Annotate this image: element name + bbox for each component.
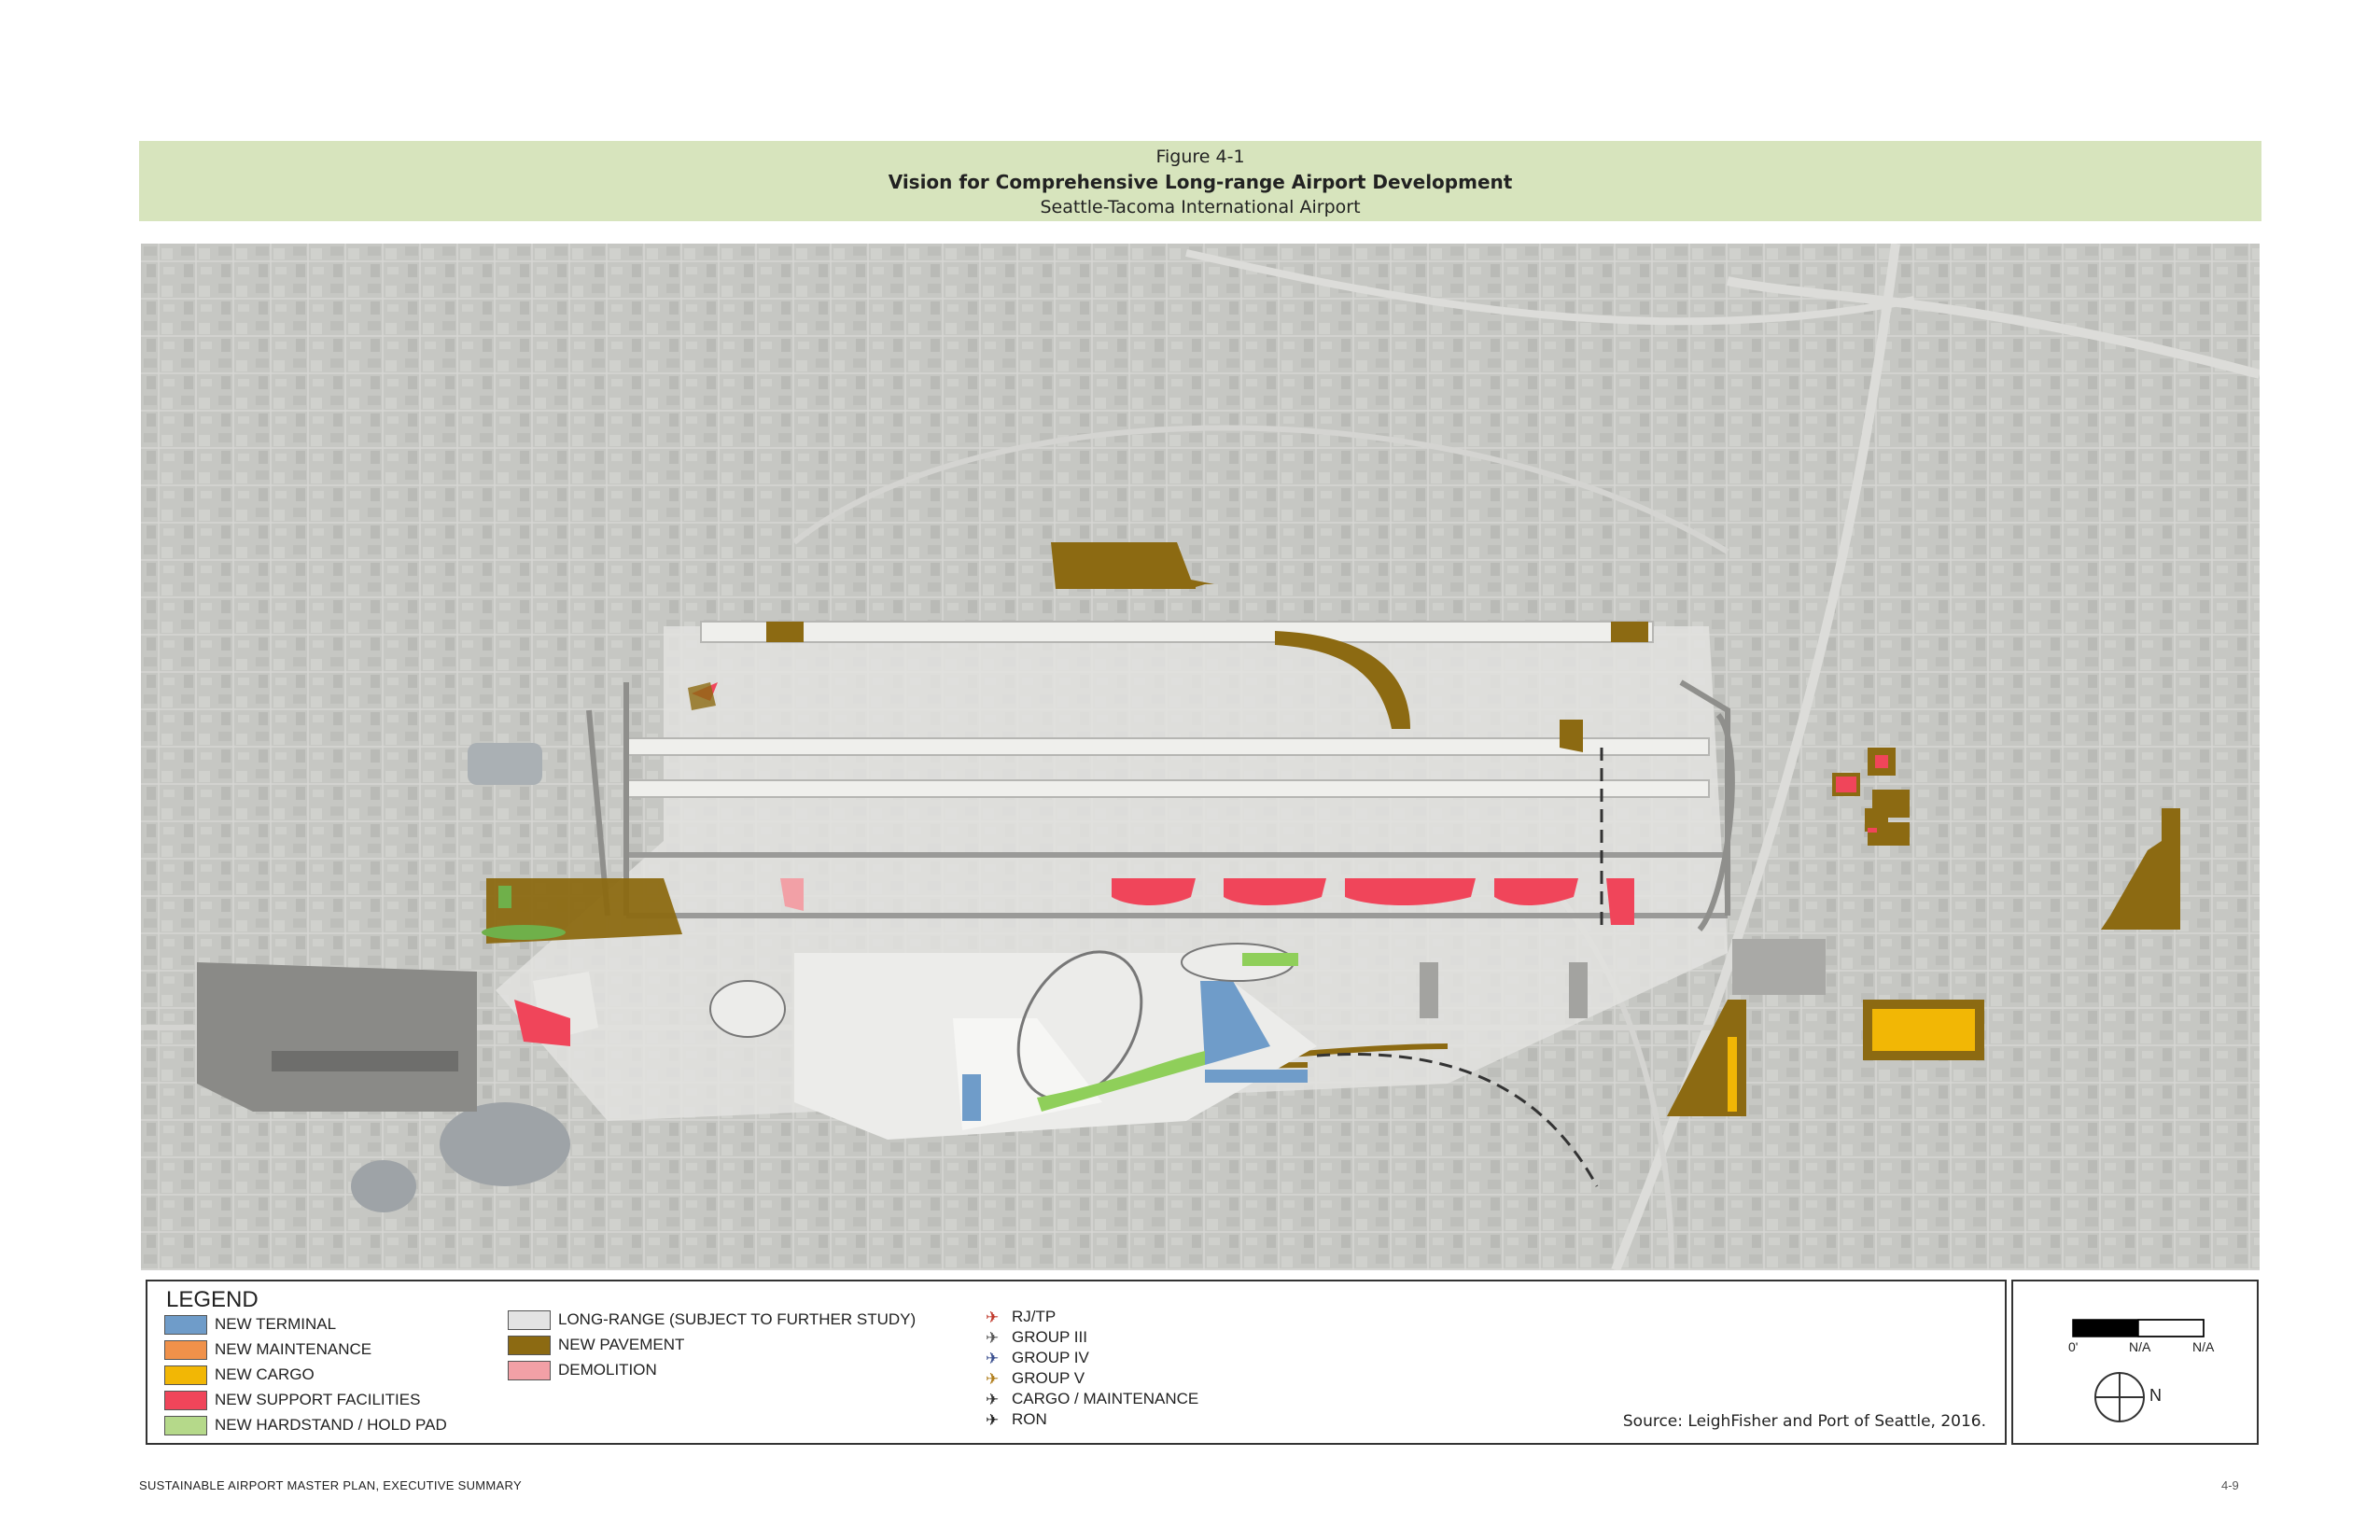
legend-item-new-maintenance: NEW MAINTENANCE bbox=[164, 1340, 371, 1361]
figure-label: Figure 4-1 bbox=[1155, 147, 1245, 167]
legend-aircraft-group-v: ✈GROUP V bbox=[986, 1369, 1085, 1388]
swatch-demolition bbox=[508, 1361, 551, 1381]
new-terminal bbox=[962, 1074, 981, 1121]
new-pavement-north-west bbox=[766, 622, 804, 642]
legend-panel: LEGEND NEW TERMINAL NEW MAINTENANCE NEW … bbox=[146, 1280, 2007, 1445]
new-cargo-facility bbox=[1872, 1009, 1975, 1051]
legend-item-new-support-facilities: NEW SUPPORT FACILITIES bbox=[164, 1391, 420, 1411]
scale-label-zero: 0' bbox=[2068, 1339, 2079, 1354]
swatch-long-range bbox=[508, 1310, 551, 1331]
lake bbox=[351, 1160, 416, 1212]
legend-aircraft-ron: ✈RON bbox=[986, 1410, 1047, 1429]
swatch-new-maintenance bbox=[164, 1340, 207, 1361]
legend-item-new-pavement: NEW PAVEMENT bbox=[508, 1336, 684, 1356]
legend-title: LEGEND bbox=[166, 1287, 259, 1312]
scale-north-panel: 0' N/A N/A N bbox=[2011, 1280, 2259, 1445]
airport-aerial-map bbox=[141, 244, 2260, 1270]
legend-item-new-hardstand: NEW HARDSTAND / HOLD PAD bbox=[164, 1416, 447, 1436]
legend-item-long-range: LONG-RANGE (SUBJECT TO FURTHER STUDY) bbox=[508, 1310, 916, 1331]
runway-north bbox=[700, 621, 1654, 643]
aircraft-icon: ✈ bbox=[986, 1390, 1000, 1408]
swatch-new-support-facilities bbox=[164, 1391, 207, 1411]
new-cargo-east bbox=[1667, 1000, 1746, 1116]
runway-south bbox=[625, 779, 1710, 798]
legend-item-demolition: DEMOLITION bbox=[508, 1361, 657, 1381]
legend-aircraft-rj-tp: ✈RJ/TP bbox=[986, 1308, 1057, 1326]
new-support-facility-west bbox=[514, 1000, 570, 1046]
legend-item-new-terminal: NEW TERMINAL bbox=[164, 1315, 336, 1336]
runway-center bbox=[625, 737, 1710, 756]
scale-bar bbox=[2072, 1319, 2205, 1422]
swatch-new-terminal bbox=[164, 1315, 207, 1336]
scale-label-end: N/A bbox=[2192, 1339, 2215, 1354]
map-svg bbox=[141, 244, 2260, 1270]
figure-title-band: Figure 4-1 Vision for Comprehensive Long… bbox=[139, 141, 2261, 221]
figure-subtitle: Seattle-Tacoma International Airport bbox=[1040, 197, 1361, 217]
aircraft-icon: ✈ bbox=[986, 1410, 1000, 1429]
aircraft-icon: ✈ bbox=[986, 1308, 1000, 1326]
aircraft-icon: ✈ bbox=[986, 1328, 1000, 1347]
aircraft-icon: ✈ bbox=[986, 1349, 1000, 1367]
lake bbox=[440, 1102, 570, 1186]
scale-label-mid: N/A bbox=[2129, 1339, 2151, 1354]
aircraft-icon: ✈ bbox=[986, 1369, 1000, 1388]
footer-document-title: SUSTAINABLE AIRPORT MASTER PLAN, EXECUTI… bbox=[139, 1478, 522, 1492]
figure-title: Vision for Comprehensive Long-range Airp… bbox=[888, 171, 1513, 193]
new-pavement-east bbox=[2101, 808, 2180, 930]
legend-item-new-cargo: NEW CARGO bbox=[164, 1365, 315, 1386]
legend-aircraft-group-iii: ✈GROUP III bbox=[986, 1328, 1087, 1347]
source-note: Source: LeighFisher and Port of Seattle,… bbox=[1622, 1412, 1986, 1431]
legend-aircraft-group-iv: ✈GROUP IV bbox=[986, 1349, 1089, 1367]
swatch-new-hardstand bbox=[164, 1416, 207, 1436]
swatch-new-cargo bbox=[164, 1365, 207, 1386]
swatch-new-pavement bbox=[508, 1336, 551, 1356]
west-cargo-complex bbox=[197, 962, 477, 1112]
footer-page-number: 4-9 bbox=[2221, 1478, 2239, 1492]
legend-aircraft-cargo-maintenance: ✈CARGO / MAINTENANCE bbox=[986, 1390, 1199, 1408]
north-label: N bbox=[2149, 1386, 2162, 1405]
